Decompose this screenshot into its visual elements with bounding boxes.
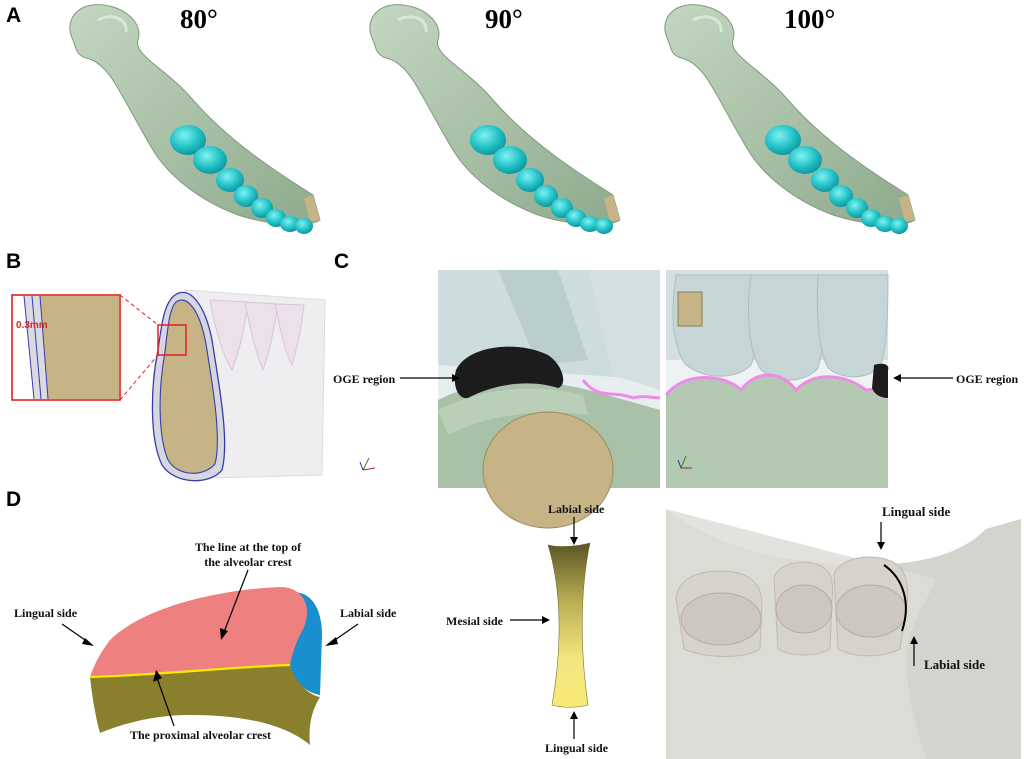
oge-label-left: OGE region: [333, 372, 396, 386]
panel-letter-c: C: [334, 250, 350, 273]
zoom-box: [157, 324, 187, 356]
cancellous-bone: [159, 299, 218, 474]
strip-lingual-label: Lingual side: [545, 741, 609, 755]
top-line-label: The line at the top of the alveolar cres…: [178, 540, 318, 570]
strip-mesial-label: Mesial side: [446, 614, 503, 628]
panel-letter-b: B: [6, 250, 22, 273]
crest-top-line: [89, 663, 291, 679]
angle-label-100: 100°: [784, 4, 836, 34]
interdental-strip: [547, 542, 591, 708]
oge-region-left: [454, 346, 564, 399]
strip-labial-label: Labial side: [548, 502, 605, 516]
angle-label-90: 90°: [485, 4, 523, 34]
top-line-label-1: The line at the top of: [194, 540, 302, 554]
labial-arrow: [325, 623, 359, 646]
proximal-surface: [90, 665, 320, 745]
view-lingual-label: Lingual side: [882, 504, 951, 519]
view-labial-arrow: [910, 636, 918, 666]
oge-label-right: OGE region: [956, 372, 1019, 386]
top-line-label-2: the alveolar crest: [204, 555, 292, 569]
panel-d-translucent-view: [666, 509, 1021, 759]
mandible-80: [68, 3, 322, 236]
view-labial-label: Labial side: [924, 657, 986, 672]
lingual-label: Lingual side: [14, 606, 78, 620]
panel-a-mandibles: [68, 3, 917, 236]
mandible-90: [368, 3, 622, 236]
thickness-label: 0.3mm: [16, 320, 48, 331]
angle-label-80: 80°: [180, 4, 218, 34]
proximal-arrow: [153, 670, 175, 727]
proximal-label: The proximal alveolar crest: [130, 728, 271, 742]
top-line-arrow: [220, 569, 249, 640]
labial-label: Labial side: [340, 606, 397, 620]
strip-labial-arrow: [570, 517, 578, 545]
panel-letter-d: D: [6, 488, 22, 511]
crest-curve: [883, 564, 907, 632]
panel-c-right-view: [664, 270, 889, 488]
panel-d-crest-model: [89, 587, 322, 745]
oge-arrow-left: [400, 374, 460, 382]
top-surface: [90, 587, 308, 677]
strip-mesial-arrow: [510, 616, 550, 624]
mandible-100: [663, 3, 917, 236]
panel-letter-a: A: [6, 4, 22, 27]
lingual-arrow: [61, 623, 94, 646]
oge-arrow-right: [893, 374, 953, 382]
view-lingual-arrow: [877, 522, 885, 550]
strip-lingual-arrow: [570, 711, 578, 739]
oge-region-right: [872, 363, 889, 398]
panel-b-cross-section: [11, 289, 326, 482]
panel-c-left-view: [359, 270, 661, 529]
